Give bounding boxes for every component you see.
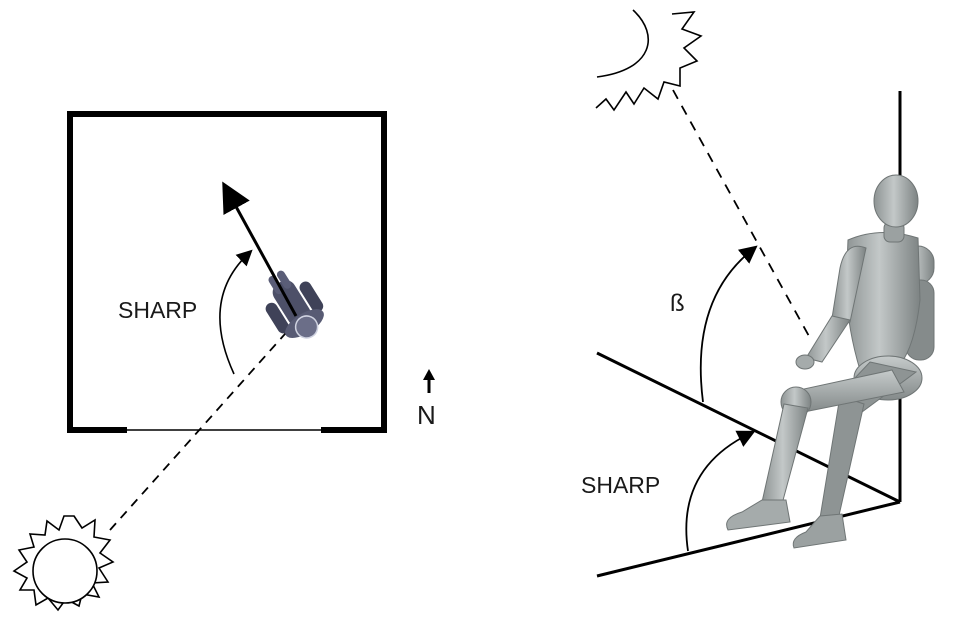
beta-label: ß: [670, 290, 685, 317]
north-arrow-icon: [423, 369, 435, 380]
sharp-label-plan: SHARP: [118, 297, 197, 323]
sharp-label-side: SHARP: [581, 472, 660, 498]
sharp-angle-arc-plan: [219, 249, 253, 375]
room-walls: [67, 111, 387, 433]
sun-ray-side: [672, 89, 811, 339]
beta-angle-arc: [699, 245, 758, 403]
side-view: ß SHARP: [581, 9, 935, 578]
facing-direction-arrow: [222, 181, 298, 317]
sun-ray-plan: [109, 315, 302, 531]
north-indicator: N: [417, 369, 436, 430]
north-label: N: [417, 400, 436, 430]
floor-lines: [596, 351, 901, 578]
sun-icon-plan: [12, 515, 115, 612]
person-top-view: [265, 270, 324, 339]
sun-icon-side: [595, 9, 703, 112]
sharp-angle-arc-side: [685, 430, 756, 552]
seated-mannequin: [726, 174, 935, 549]
plan-view: SHARP N: [12, 111, 436, 612]
